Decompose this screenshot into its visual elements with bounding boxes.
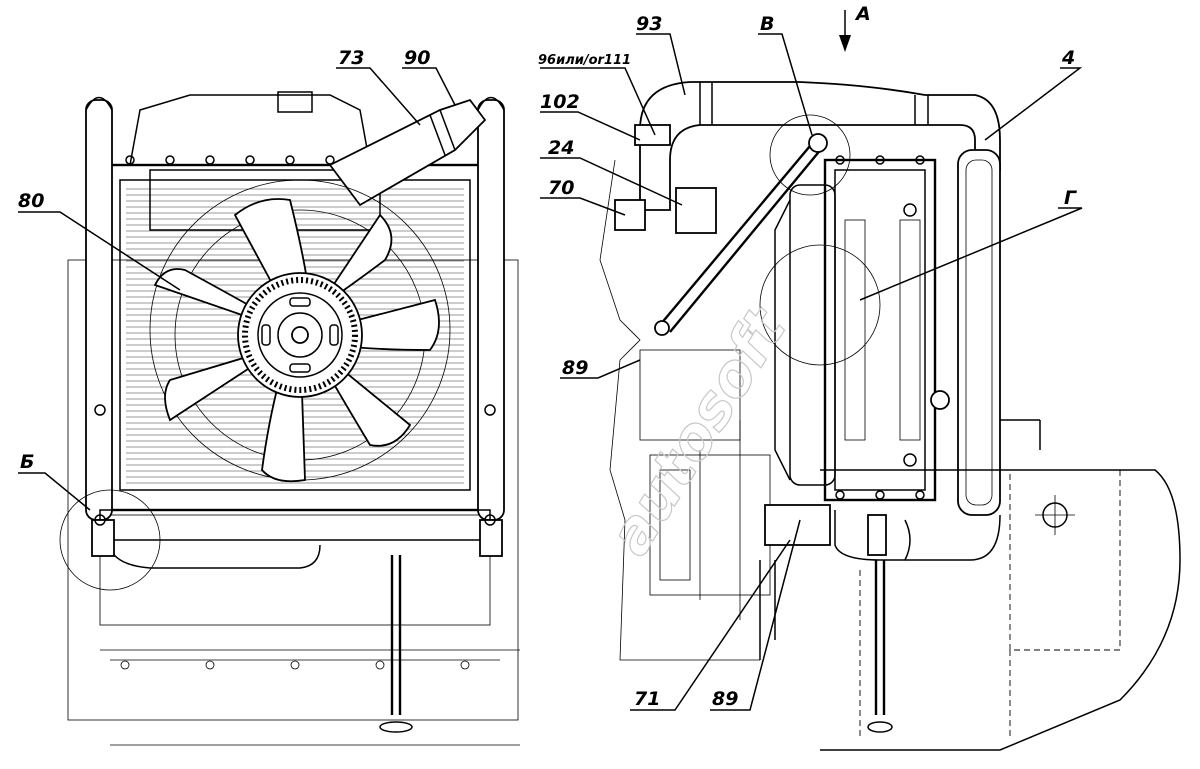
label-71: 71 <box>634 688 660 710</box>
label-93: 93 <box>636 13 662 35</box>
left-tank <box>85 99 113 521</box>
right-leaders <box>540 33 1083 711</box>
pipe-4 <box>957 149 1001 516</box>
label-89-lower: 89 <box>712 688 738 710</box>
right-tank <box>477 99 505 521</box>
label-70: 70 <box>548 177 574 199</box>
label-89-upper: 89 <box>562 357 588 379</box>
detail-circle-b <box>59 489 161 591</box>
detail-circle-v <box>769 114 851 196</box>
label-96-or-111: 96или/or111 <box>538 53 631 68</box>
label-90: 90 <box>404 47 430 69</box>
fan <box>153 198 440 483</box>
label-v: В <box>760 13 774 35</box>
left-view-radiator-front <box>59 91 520 746</box>
detail-circle-g <box>759 244 881 366</box>
view-arrow-a <box>839 10 851 52</box>
label-80: 80 <box>18 190 44 212</box>
label-b-left: Б <box>20 451 34 473</box>
label-24: 24 <box>548 137 574 159</box>
label-g: Г <box>1064 187 1077 209</box>
strut-rod <box>659 139 816 326</box>
label-4: 4 <box>1061 47 1075 69</box>
right-view-radiator-side <box>599 81 1181 751</box>
callout-labels: 73 90 80 Б 93 В А 4 96или/or111 102 24 7… <box>18 3 1077 710</box>
label-102: 102 <box>540 91 580 113</box>
left-leaders <box>18 67 456 511</box>
label-73: 73 <box>338 47 364 69</box>
label-a: А <box>854 3 871 25</box>
radiator-side <box>823 158 937 502</box>
